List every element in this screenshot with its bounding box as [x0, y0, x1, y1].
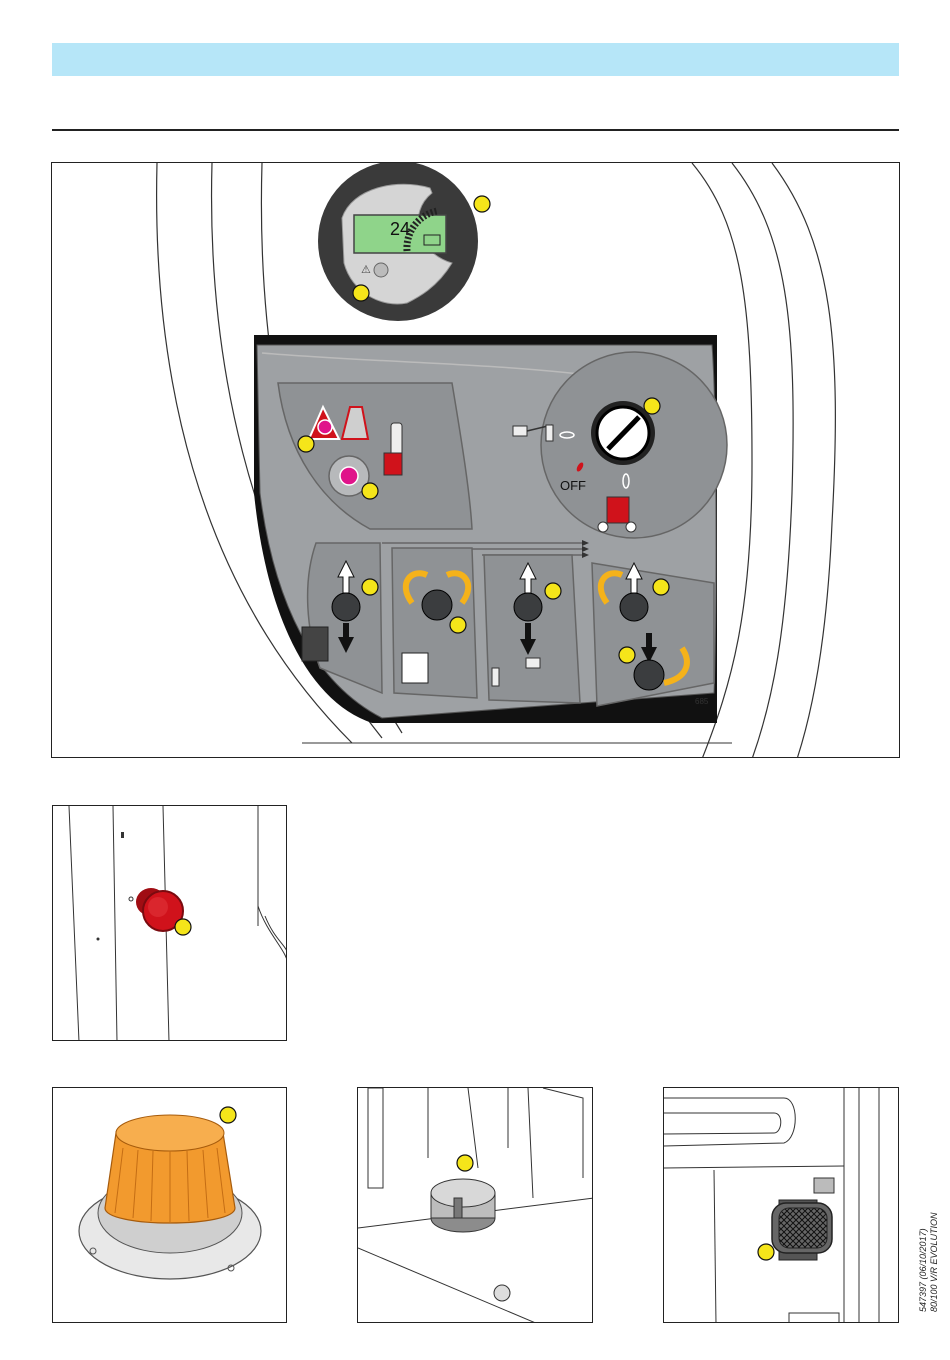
- header-rule: [52, 129, 899, 131]
- emergency-stop-illustration: [53, 806, 287, 1041]
- control-panel-illustration: OFF: [52, 163, 900, 758]
- footer-reference: 547397 (06/10/2017) 80/100 V/R EVOLUTION: [918, 1212, 940, 1312]
- svg-text:⚠: ⚠: [361, 264, 371, 276]
- part-code: 685: [695, 697, 709, 706]
- speaker-figure: [663, 1087, 899, 1323]
- doc-reference: 547397 (06/10/2017): [918, 1212, 929, 1312]
- buzzer-figure: [357, 1087, 593, 1323]
- header-band: [52, 43, 899, 76]
- beacon-figure: [52, 1087, 287, 1323]
- model-name: 80/100 V/R EVOLUTION: [929, 1212, 940, 1312]
- beacon-illustration: [53, 1088, 287, 1323]
- emergency-stop-figure: [52, 805, 287, 1041]
- marker-beacon: [220, 1107, 236, 1123]
- display-reading: 24: [390, 219, 410, 239]
- marker-buzzer: [457, 1155, 473, 1171]
- buzzer-illustration: [358, 1088, 593, 1323]
- control-panel-figure: OFF: [51, 162, 900, 758]
- speaker-illustration: [664, 1088, 899, 1323]
- marker-emergency-stop: [175, 919, 191, 935]
- off-label: OFF: [560, 478, 586, 493]
- marker-speaker: [758, 1244, 774, 1260]
